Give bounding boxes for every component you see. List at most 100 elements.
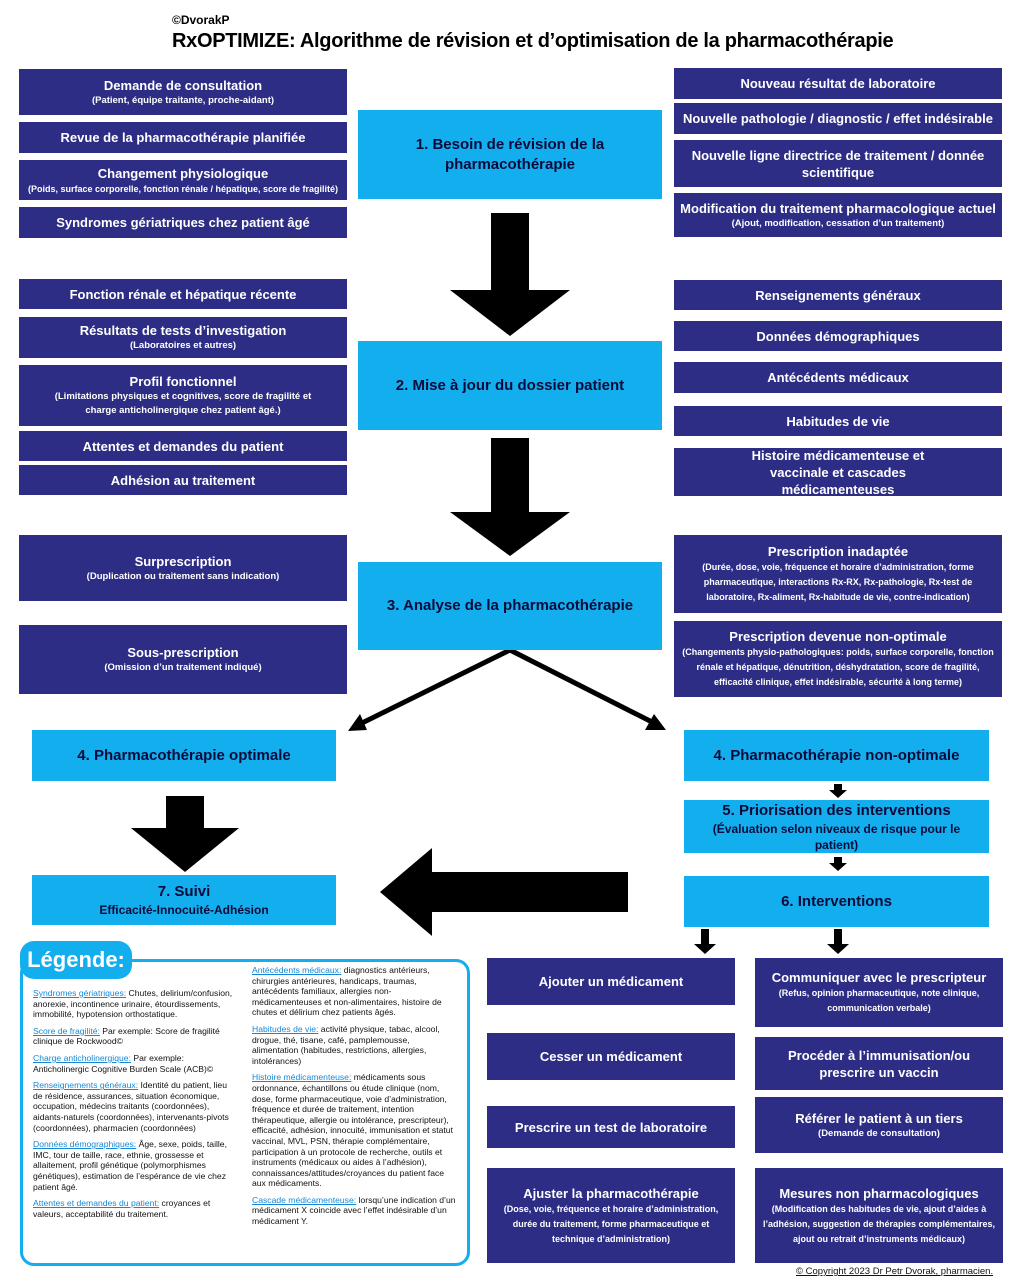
box-title: Revue de la pharmacothérapie planifiée [60, 130, 306, 145]
step-3-analysis: 3. Analyse de la pharmacothérapie [358, 562, 662, 650]
step-label: 4. Pharmacothérapie optimale [77, 746, 291, 764]
trigger-consult-request: Demande de consultation (Patient, équipe… [19, 69, 347, 115]
box-subtitle: (Laboratoires et autres) [129, 340, 237, 351]
record-demographics: Données démographiques [674, 321, 1002, 351]
record-patient-expectations: Attentes et demandes du patient [19, 431, 347, 461]
box-subtitle: (Dose, voie, fréquence et horaire d’admi… [503, 1203, 719, 1244]
legend-text: lorsqu’une indication d’un médicament X … [252, 1194, 456, 1227]
legend-title: Légende: [20, 941, 132, 979]
legend-text: Identité du patient, lieu de résidence, … [33, 1080, 229, 1133]
intervention-lab-test: Prescrire un test de laboratoire [487, 1106, 735, 1148]
box-subtitle: (Refus, opinion pharmaceutique, note cli… [778, 988, 980, 1013]
record-adherence: Adhésion au traitement [19, 465, 347, 495]
record-general-info: Renseignements généraux [674, 280, 1002, 310]
box-title: Procéder à l’immunisation/ou prescrire u… [787, 1047, 971, 1080]
legend-text: activité physique, tabac, alcool, drogue… [252, 1023, 440, 1066]
legend-term: Histoire médicamenteuse: [252, 1072, 352, 1083]
step-7-follow-up: 7. Suivi Efficacité-Innocuité-Adhésion [32, 875, 336, 925]
legend-term: Habitudes de vie: [252, 1023, 319, 1034]
legend-entry: Histoire médicamenteuse: médicaments sou… [252, 1072, 458, 1189]
record-medication-history: Histoire médicamenteuse et vaccinale et … [674, 447, 1002, 497]
branch-arrows [358, 647, 654, 727]
trigger-geriatric-syndromes: Syndromes gériatriques chez patient âgé [19, 207, 347, 238]
trigger-planned-review: Revue de la pharmacothérapie planifiée [19, 122, 347, 153]
box-title: Changement physiologique [97, 165, 269, 181]
analysis-underprescription: Sous-prescription (Omission d’un traitem… [19, 625, 347, 694]
box-subtitle: (Limitations physiques et cognitives, sc… [54, 391, 312, 416]
box-subtitle: (Ajout, modification, cessation d’un tra… [731, 217, 945, 229]
box-title: Surprescription [134, 553, 232, 569]
branch-head-right [645, 714, 666, 730]
step-subtitle: Efficacité-Innocuité-Adhésion [99, 903, 269, 917]
trigger-new-pathology: Nouvelle pathologie / diagnostic / effet… [674, 103, 1002, 134]
box-title: Histoire médicamenteuse et vaccinale et … [751, 447, 925, 497]
legend-text: Par exemple: Anticholinergic Cognitive B… [33, 1052, 214, 1074]
page-title: RxOPTIMIZE: Algorithme de révision et d’… [172, 30, 894, 52]
legend-term: Attentes et demandes du patient: [33, 1198, 160, 1209]
step-label: 1. Besoin de révision de la pharmacothér… [415, 135, 605, 173]
legend-entry: Syndromes gériatriques: Chutes, delirium… [33, 988, 233, 1020]
box-title: Résultats de tests d’investigation [79, 323, 287, 338]
legend-text: diagnostics antérieurs, chirurgies antér… [252, 965, 442, 1018]
box-subtitle: (Changements physio-pathologiques: poids… [682, 647, 994, 687]
box-title: Modification du traitement pharmacologiq… [680, 200, 996, 216]
box-subtitle: (Demande de consultation) [818, 1127, 940, 1139]
box-title: Profil fonctionnel [129, 374, 237, 389]
intervention-adjust-therapy: Ajuster la pharmacothérapie (Dose, voie,… [487, 1168, 735, 1263]
intervention-non-pharmacologic: Mesures non pharmacologiques (Modificati… [755, 1168, 1003, 1263]
trigger-physio-change: Changement physiologique (Poids, surface… [19, 160, 347, 200]
box-title: Fonction rénale et hépatique récente [69, 286, 297, 302]
arrow-left-6-7 [380, 848, 628, 936]
trigger-new-guideline: Nouvelle ligne directrice de traitement … [674, 140, 1002, 187]
box-title: Habitudes de vie [786, 413, 890, 429]
analysis-inappropriate-prescription: Prescription inadaptée (Durée, dose, voi… [674, 535, 1002, 613]
record-renal-hepatic: Fonction rénale et hépatique récente [19, 279, 347, 309]
legend-term: Données démographiques: [33, 1139, 137, 1150]
box-title: Renseignements généraux [755, 287, 921, 303]
legend-entry: Habitudes de vie: activité physique, tab… [252, 1024, 458, 1066]
step-subtitle: (Évaluation selon niveaux de risque pour… [712, 821, 961, 852]
copyright-mark: ©DvorakP [172, 13, 230, 27]
legend-text: Âge, sexe, poids, taille, IMC, tour de t… [33, 1139, 227, 1192]
step-label: 3. Analyse de la pharmacothérapie [386, 597, 634, 614]
branch-head-left [348, 714, 367, 731]
box-title: Antécédents médicaux [767, 370, 909, 385]
branch-line-left [358, 647, 512, 727]
box-title: Cesser un médicament [539, 1049, 683, 1064]
trigger-treatment-change: Modification du traitement pharmacologiq… [674, 193, 1002, 237]
box-title: Données démographiques [756, 328, 920, 344]
trigger-new-lab: Nouveau résultat de laboratoire [674, 68, 1002, 99]
box-title: Mesures non pharmacologiques [779, 1185, 979, 1201]
legend-term: Cascade médicamenteuse: [252, 1194, 357, 1205]
legend-text: Par exemple: Score de fragilité clinique… [33, 1025, 220, 1047]
legend-term: Charge anticholinergique: [33, 1052, 131, 1063]
intervention-immunisation: Procéder à l’immunisation/ou prescrire u… [755, 1037, 1003, 1090]
legend-text: Chutes, delirium/confusion, anorexie, in… [33, 988, 233, 1020]
legend-entry: Renseignements généraux: Identité du pat… [33, 1080, 233, 1133]
legend-column-2: Antécédents médicaux: diagnostics antéri… [252, 965, 458, 1260]
box-title: Communiquer avec le prescripteur [771, 970, 987, 985]
legend-text: croyances et valeurs, acceptabilité du t… [33, 1198, 211, 1219]
box-title: Nouvelle ligne directrice de traitement … [691, 147, 985, 180]
intervention-stop-drug: Cesser un médicament [487, 1033, 735, 1080]
box-subtitle: (Patient, équipe traitante, proche-aidan… [91, 94, 275, 106]
legend-term: Renseignements généraux: [33, 1080, 139, 1091]
legend-entry: Données démographiques: Âge, sexe, poids… [33, 1139, 233, 1192]
step-2-record-update: 2. Mise à jour du dossier patient [358, 341, 662, 430]
box-subtitle: (Durée, dose, voie, fréquence et horaire… [702, 562, 974, 602]
box-subtitle: (Poids, surface corporelle, fonction rén… [27, 183, 339, 194]
branch-line-right [508, 647, 654, 725]
step-4-nonoptimal: 4. Pharmacothérapie non-optimale [684, 730, 989, 781]
box-title: Prescription inadaptée [767, 544, 909, 559]
legend-column-1: Syndromes gériatriques: Chutes, delirium… [33, 988, 233, 1258]
step-5-prioritisation: 5. Priorisation des interventions (Évalu… [684, 800, 989, 853]
box-title: Ajouter un médicament [538, 974, 684, 989]
box-title: Référer le patient à un tiers [795, 1110, 963, 1126]
step-label: 2. Mise à jour du dossier patient [395, 376, 625, 394]
legend-entry: Attentes et demandes du patient: croyanc… [33, 1198, 233, 1219]
box-title: Nouvelle pathologie / diagnostic / effet… [683, 111, 993, 126]
step-label: 6. Interventions [781, 892, 892, 910]
record-functional-profile: Profil fonctionnel (Limitations physique… [19, 365, 347, 426]
box-title: Sous-prescription [127, 645, 239, 660]
legend-text: médicaments sous ordonnance, échantillon… [252, 1072, 453, 1189]
